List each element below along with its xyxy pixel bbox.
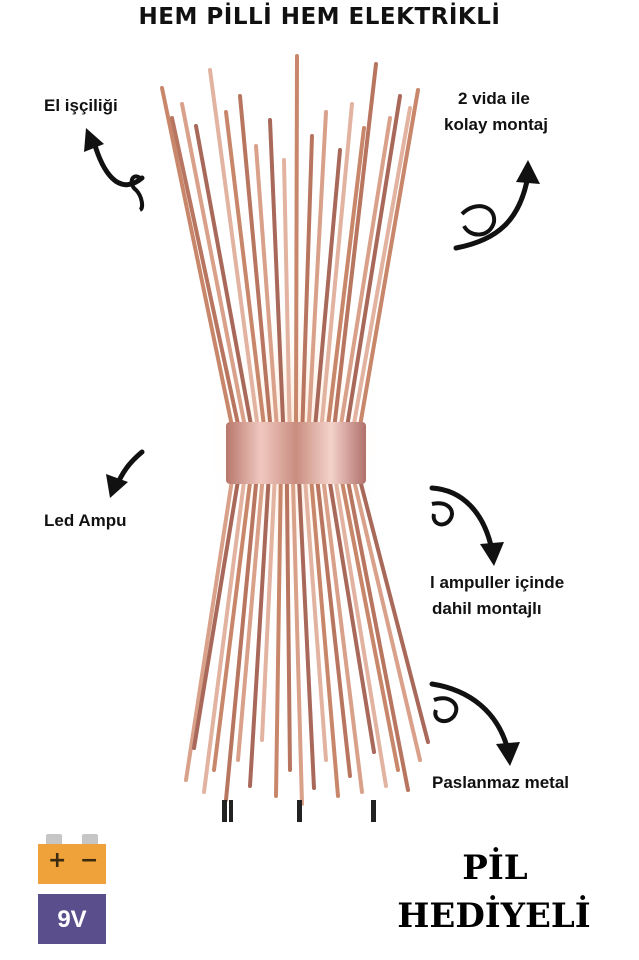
copper-rod xyxy=(194,124,254,428)
battery-icon: + − 9V xyxy=(36,834,108,946)
copper-rod xyxy=(315,478,352,778)
copper-rod xyxy=(313,148,342,428)
copper-rod xyxy=(338,116,392,428)
copper-rod xyxy=(224,110,266,428)
copper-rod xyxy=(333,478,388,788)
copper-rod xyxy=(284,478,292,772)
copper-rod xyxy=(268,118,286,428)
copper-rod xyxy=(170,116,241,428)
copper-rod xyxy=(212,478,253,772)
mounting-pins xyxy=(222,800,376,822)
copper-rod xyxy=(297,478,316,790)
feature-label-ampuller-line2: dahil montajlı xyxy=(432,599,542,618)
battery-minus: − xyxy=(80,848,99,873)
feature-label-paslanmaz: Paslanmaz metal xyxy=(432,773,570,792)
copper-rod xyxy=(274,478,283,798)
copper-rod xyxy=(236,478,265,762)
copper-rod xyxy=(192,478,241,750)
copper-rod xyxy=(327,478,376,754)
gift-line1: PİL xyxy=(462,848,528,888)
copper-rod xyxy=(321,478,364,794)
feature-label-montaj-line1: 2 vida ile xyxy=(458,89,530,108)
copper-rod xyxy=(339,478,400,772)
copper-rod xyxy=(351,478,422,762)
upper-rods xyxy=(160,54,420,428)
copper-rod xyxy=(260,478,277,742)
page-title: HEM PİLLİ HEM ELEKTRİKLİ xyxy=(138,4,501,30)
copper-rod xyxy=(345,478,410,792)
feature-label-ampuller-line1: l ampuller içinde xyxy=(430,573,565,592)
copper-rod xyxy=(254,144,279,428)
copper-rod xyxy=(282,158,292,428)
copper-rod xyxy=(309,478,340,798)
copper-rod xyxy=(160,86,234,428)
copper-rod xyxy=(184,478,234,782)
copper-rod xyxy=(358,478,430,744)
copper-rod xyxy=(208,68,260,428)
copper-rod xyxy=(358,88,420,428)
feature-label-montaj-line2: kolay montaj xyxy=(444,115,548,134)
copper-rod xyxy=(326,126,366,428)
feature-label-led-ampul: Led Ampu xyxy=(44,511,127,530)
copper-rod xyxy=(238,94,273,428)
copper-rod xyxy=(294,54,299,428)
copper-rod xyxy=(345,94,402,428)
copper-rod xyxy=(224,478,259,802)
center-band xyxy=(226,422,366,484)
copper-rod xyxy=(332,62,378,428)
copper-rod xyxy=(180,102,247,428)
copper-rod xyxy=(303,478,328,762)
copper-rod xyxy=(351,106,412,428)
copper-rod xyxy=(319,102,354,428)
lower-rods xyxy=(184,478,430,806)
gift-line2: HEDİYELİ xyxy=(397,896,591,936)
battery-voltage: 9V xyxy=(57,906,87,933)
copper-rod xyxy=(290,478,304,806)
copper-rod xyxy=(202,478,247,794)
battery-plus: + xyxy=(48,848,67,873)
feature-label-el-isciligi: El işçiliği xyxy=(44,96,118,115)
copper-rod xyxy=(248,478,271,788)
copper-rod xyxy=(300,134,314,428)
copper-rod xyxy=(306,110,328,428)
